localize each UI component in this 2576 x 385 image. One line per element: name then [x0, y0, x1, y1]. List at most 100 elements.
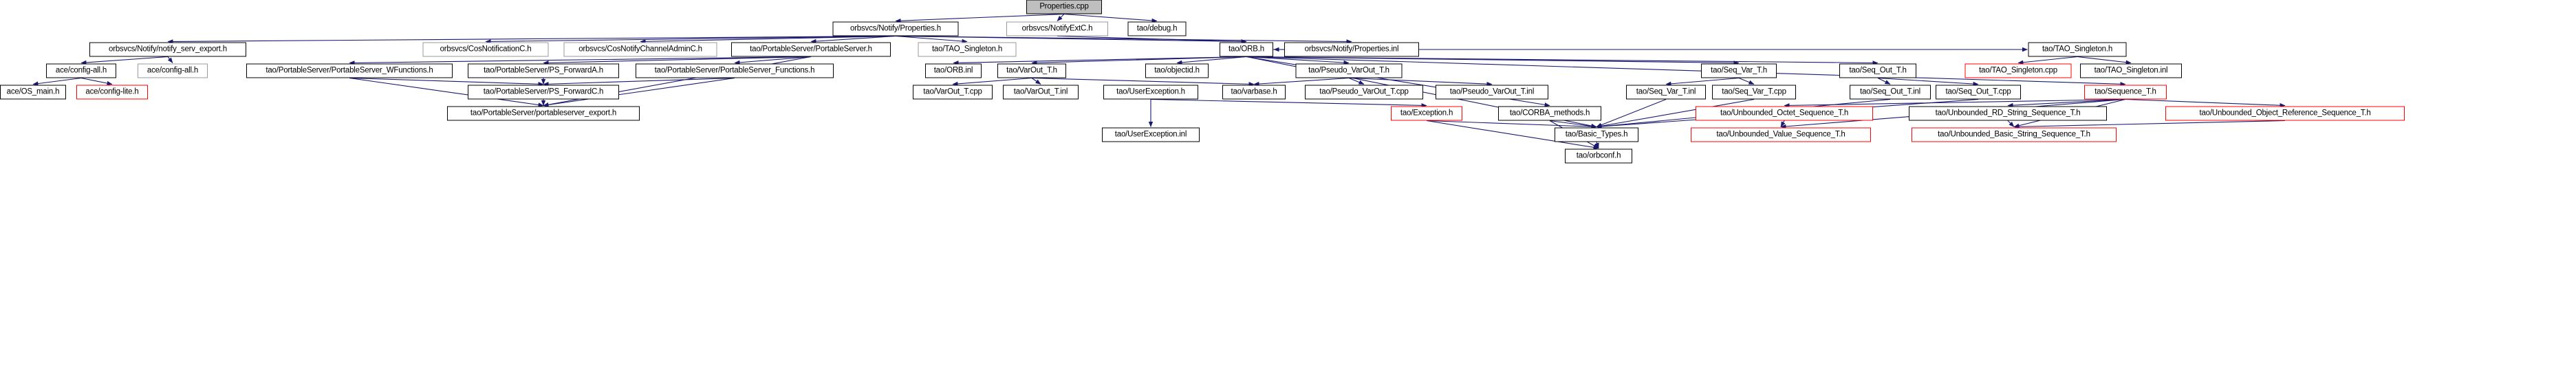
- graph-edge: [349, 56, 812, 65]
- graph-edge: [1594, 142, 1599, 148]
- graph-edge: [1031, 56, 1247, 65]
- graph-node[interactable]: tao/Exception.h: [1391, 106, 1462, 121]
- graph-node[interactable]: tao/TAO_Singleton.h: [2028, 42, 2127, 57]
- graph-node[interactable]: tao/VarOut_T.inl: [1003, 85, 1079, 100]
- graph-edge: [1549, 120, 1597, 129]
- graph-node[interactable]: ace/config-all.h: [46, 63, 116, 78]
- graph-node[interactable]: tao/Seq_Var_T.h: [1701, 63, 1777, 78]
- graph-node[interactable]: tao/TAO_Singleton.h: [918, 42, 1017, 57]
- graph-node[interactable]: orbsvcs/NotifyExtC.h: [1006, 21, 1108, 36]
- graph-edge: [1780, 120, 1786, 127]
- graph-node[interactable]: tao/Pseudo_VarOut_T.h: [1295, 63, 1403, 78]
- graph-node[interactable]: tao/objectid.h: [1145, 63, 1209, 78]
- graph-node[interactable]: orbsvcs/Notify/notify_serv_export.h: [89, 42, 246, 57]
- graph-node[interactable]: tao/TAO_Singleton.inl: [2080, 63, 2182, 78]
- graph-node[interactable]: tao/Basic_Types.h: [1555, 127, 1638, 142]
- graph-edge: [2125, 98, 2286, 108]
- graph-node[interactable]: ace/config-all.h: [138, 63, 208, 78]
- graph-node[interactable]: tao/Seq_Out_T.h: [1839, 63, 1916, 78]
- graph-edge: [895, 13, 1065, 23]
- graph-node[interactable]: tao/PortableServer/PS_ForwardA.h: [468, 63, 619, 78]
- graph-edge: [734, 56, 812, 65]
- graph-edge: [640, 35, 896, 44]
- graph-node[interactable]: tao/Seq_Out_T.cpp: [1936, 85, 2021, 100]
- graph-edge: [543, 77, 735, 87]
- graph-node[interactable]: tao/Seq_Var_T.inl: [1626, 85, 1706, 100]
- graph-node[interactable]: tao/ORB.inl: [925, 63, 982, 78]
- graph-edge: [167, 35, 896, 44]
- graph-node[interactable]: tao/PortableServer/portableserver_export…: [447, 106, 640, 121]
- graph-edge: [895, 35, 1352, 44]
- graph-edge: [1246, 56, 1879, 65]
- graph-node[interactable]: tao/PortableServer/PortableServer_Functi…: [636, 63, 834, 78]
- graph-node[interactable]: tao/Pseudo_VarOut_T.cpp: [1305, 85, 1423, 100]
- graph-edge: [1057, 35, 1247, 44]
- graph-edge: [1253, 77, 1350, 87]
- graph-node[interactable]: tao/orbconf.h: [1565, 148, 1632, 164]
- graph-edge: [1150, 98, 1427, 108]
- graph-edge: [1176, 56, 1247, 65]
- graph-edge: [952, 77, 1032, 87]
- graph-node[interactable]: tao/UserException.inl: [1102, 127, 1200, 142]
- graph-edge: [80, 77, 113, 86]
- graph-edge: [2077, 56, 2132, 65]
- graph-node[interactable]: orbsvcs/CosNotificationC.h: [422, 42, 549, 57]
- graph-edge: [1596, 98, 1667, 128]
- graph-edge: [1665, 77, 1740, 87]
- graph-edge: [32, 77, 82, 86]
- graph-edge: [485, 35, 896, 44]
- graph-edge: [2007, 98, 2126, 108]
- graph-node[interactable]: tao/Pseudo_VarOut_T.inl: [1436, 85, 1548, 100]
- graph-edge: [1348, 77, 1493, 87]
- graph-node[interactable]: tao/TAO_Singleton.cpp: [1965, 63, 2072, 78]
- graph-edge: [543, 56, 812, 65]
- graph-node[interactable]: tao/ORB.h: [1220, 42, 1273, 57]
- graph-node[interactable]: tao/Unbounded_Value_Sequence_T.h: [1691, 127, 1871, 142]
- graph-edge: [1877, 77, 1979, 87]
- graph-node[interactable]: ace/config-lite.h: [76, 85, 148, 100]
- graph-node[interactable]: tao/VarOut_T.h: [997, 63, 1066, 78]
- graph-node[interactable]: tao/debug.h: [1127, 21, 1187, 36]
- graph-edge: [1246, 56, 1740, 65]
- graph-edge: [895, 35, 1247, 44]
- graph-edge: [2017, 56, 2078, 65]
- graph-node[interactable]: tao/Sequence_T.h: [2084, 85, 2167, 100]
- graph-node[interactable]: orbsvcs/CosNotifyChannelAdminC.h: [563, 42, 717, 57]
- graph-edge: [349, 77, 544, 87]
- graph-node[interactable]: Properties.cpp: [1026, 0, 1102, 14]
- graph-edge: [1348, 77, 1365, 85]
- graph-edge: [80, 56, 169, 65]
- graph-node[interactable]: tao/PortableServer/PortableServer.h: [731, 42, 891, 57]
- graph-edge: [2007, 120, 2015, 127]
- graph-edge: [2013, 120, 2286, 129]
- graph-edge: [1784, 98, 2126, 108]
- graph-edge: [167, 56, 173, 63]
- graph-node[interactable]: tao/CORBA_methods.h: [1498, 106, 1601, 121]
- graph-node[interactable]: tao/Unbounded_Basic_String_Sequence_T.h: [1912, 127, 2117, 142]
- graph-node[interactable]: tao/Unbounded_Octet_Sequence_T.h: [1696, 106, 1873, 121]
- graph-edge: [1877, 78, 1891, 85]
- graph-edge: [953, 56, 1247, 65]
- graph-edge: [1246, 56, 1350, 65]
- graph-node[interactable]: tao/UserException.h: [1103, 85, 1198, 100]
- graph-node[interactable]: tao/PortableServer/PS_ForwardC.h: [468, 85, 619, 100]
- graph-node[interactable]: orbsvcs/Notify/Properties.inl: [1284, 42, 1419, 57]
- graph-edge: [1057, 14, 1065, 21]
- graph-edge: [810, 35, 896, 44]
- graph-node[interactable]: tao/Seq_Out_T.inl: [1850, 85, 1931, 100]
- graph-node[interactable]: orbsvcs/Notify/Properties.h: [832, 21, 959, 36]
- graph-edge: [1031, 77, 1255, 87]
- graph-node[interactable]: tao/varbase.h: [1222, 85, 1286, 100]
- graph-node[interactable]: tao/Unbounded_RD_String_Sequence_T.h: [1909, 106, 2107, 121]
- graph-edge: [1031, 78, 1041, 85]
- graph-node[interactable]: tao/VarOut_T.cpp: [913, 85, 993, 100]
- graph-node[interactable]: tao/Seq_Var_T.cpp: [1712, 85, 1796, 100]
- graph-node[interactable]: tao/PortableServer/PortableServer_WFunct…: [246, 63, 453, 78]
- graph-edge: [1063, 13, 1158, 23]
- graph-edge: [1426, 120, 1597, 129]
- graph-node[interactable]: ace/OS_main.h: [0, 85, 66, 100]
- graph-node[interactable]: tao/Unbounded_Object_Reference_Sequence_…: [2165, 106, 2405, 121]
- graph-edge: [1738, 77, 1755, 85]
